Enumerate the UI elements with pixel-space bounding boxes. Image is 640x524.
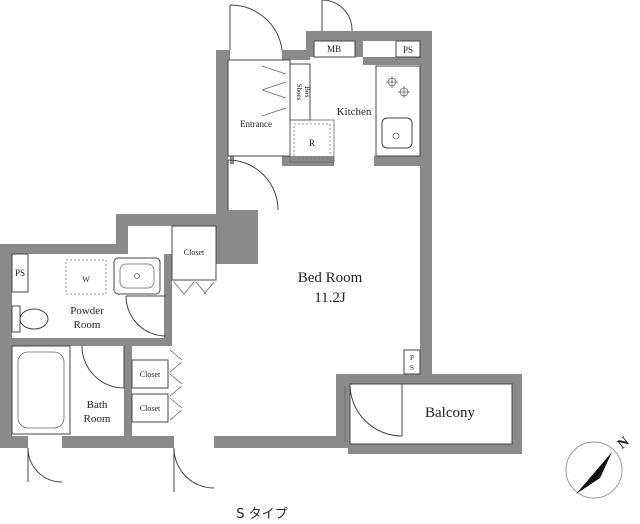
entrance-door [227, 159, 279, 211]
meter-box-label: MB [327, 44, 341, 54]
bath-room-door [81, 345, 125, 389]
refrigerator-space [293, 123, 331, 159]
bedroom-size: 11.2J [314, 290, 346, 306]
bath-room-label-1: Bath [87, 399, 108, 411]
washer-label: W [82, 275, 90, 284]
closet-upper [171, 225, 217, 281]
balcony-area [349, 383, 513, 445]
wash-basin-bowl [119, 263, 155, 289]
pipe-space-right-label-s: S [410, 364, 414, 372]
kitchen-counter [375, 65, 421, 157]
refrigerator-frame [289, 119, 335, 163]
basin-drain-icon [134, 273, 140, 279]
stove-icon [386, 76, 410, 98]
entrance-label: Entrance [240, 119, 272, 129]
powder-room-label-2: Room [74, 319, 101, 331]
shoe-box-doors [261, 65, 287, 117]
pipe-space-right [403, 349, 421, 375]
plan-type-caption: S タイプ [236, 507, 287, 522]
balcony-door [349, 383, 403, 437]
wash-basin [113, 257, 161, 295]
walls [0, 31, 522, 454]
closet-upper-label: Closet [184, 248, 205, 257]
closet-lower-doors [169, 349, 183, 421]
compass-north-label: N [615, 434, 632, 452]
bathtub-basin [17, 351, 65, 429]
bath-exterior-door [27, 447, 63, 483]
bath-room-label-2: Room [84, 413, 111, 425]
closet-lower-2-label: Closet [140, 404, 161, 413]
powder-room-label-1: Powder [70, 305, 104, 317]
shoes-box-label-2: Box [303, 86, 311, 98]
pipe-space-top [395, 40, 421, 58]
refrigerator-label: R [309, 138, 315, 148]
toilet-icon [11, 305, 49, 333]
closet-upper-doors [173, 281, 215, 295]
pipe-space-right-label-p: P [410, 354, 414, 362]
north-arrow-icon [576, 452, 612, 494]
powder-room-door [125, 295, 167, 337]
compass: N [565, 434, 632, 499]
entry-door [229, 4, 283, 51]
bathtub [11, 345, 71, 435]
closet-lower-1-label: Closet [140, 370, 161, 379]
pipe-space-left-label: PS [15, 268, 25, 278]
balcony-label: Balcony [425, 405, 475, 421]
closet-lower-1 [131, 359, 169, 389]
closet-lower-2 [131, 393, 169, 423]
sink [381, 117, 413, 149]
bedroom-name: Bed Room [298, 270, 363, 286]
pipe-space-top-label: PS [403, 45, 413, 55]
bedroom-exterior-door [173, 447, 215, 492]
mb-door [321, 0, 353, 32]
washer-space [65, 259, 107, 295]
entrance-area [227, 59, 291, 157]
meter-box [313, 40, 356, 58]
sink-drain-icon [392, 132, 400, 140]
pipe-space-left [11, 253, 29, 293]
shoes-box-label-1: Shoes [295, 84, 303, 101]
kitchen-label: Kitchen [337, 106, 372, 118]
